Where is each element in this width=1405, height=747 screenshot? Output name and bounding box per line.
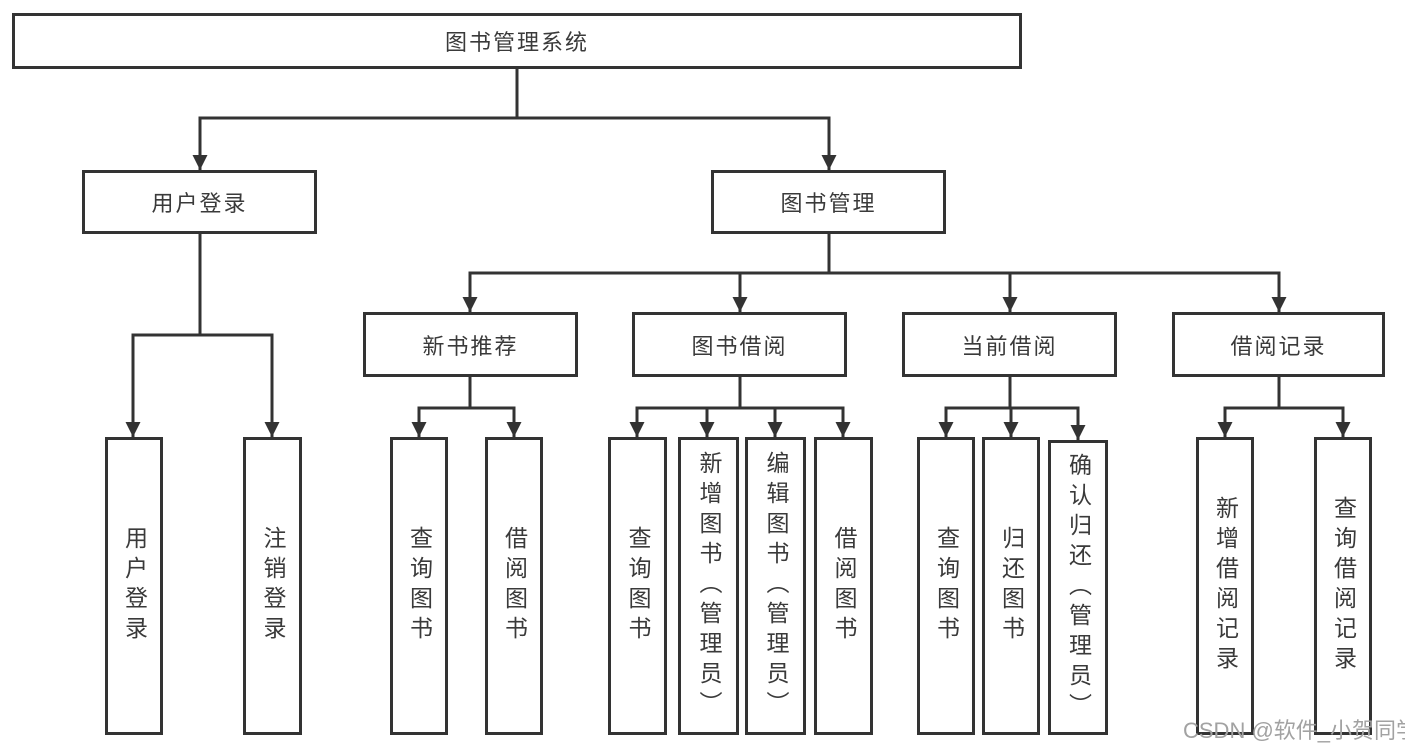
leaf-add-borrow-record-label: 新增借阅记录 bbox=[1212, 496, 1239, 676]
leaf-borrow-books-recommend-label: 借阅图书 bbox=[501, 526, 528, 646]
node-user-login-label: 用户登录 bbox=[151, 191, 248, 216]
leaf-query-books-current: 查询图书 bbox=[917, 437, 975, 735]
leaf-return-books-label: 归还图书 bbox=[998, 526, 1025, 646]
leaf-confirm-return-admin: 确认归还（管理员） bbox=[1048, 440, 1108, 735]
node-new-book-recommend-label: 新书推荐 bbox=[422, 333, 519, 359]
node-user-login: 用户登录 bbox=[82, 170, 317, 234]
leaf-query-books-current-label: 查询图书 bbox=[933, 526, 960, 646]
node-new-book-recommend: 新书推荐 bbox=[363, 312, 578, 377]
leaf-return-books: 归还图书 bbox=[982, 437, 1040, 735]
leaf-borrow-books: 借阅图书 bbox=[814, 437, 873, 735]
leaf-query-books-recommend-label: 查询图书 bbox=[406, 526, 433, 646]
leaf-edit-books-admin-label: 编辑图书（管理员） bbox=[763, 451, 789, 721]
node-library-system-label: 图书管理系统 bbox=[444, 30, 589, 55]
leaf-borrow-books-recommend: 借阅图书 bbox=[485, 437, 543, 735]
node-borrow-records: 借阅记录 bbox=[1172, 312, 1385, 377]
leaf-query-borrow-record-label: 查询借阅记录 bbox=[1330, 496, 1357, 676]
leaf-add-borrow-record: 新增借阅记录 bbox=[1196, 437, 1254, 735]
node-book-management: 图书管理 bbox=[711, 170, 946, 234]
leaf-logout: 注销登录 bbox=[243, 437, 302, 735]
leaf-add-books-admin-label: 新增图书（管理员） bbox=[696, 451, 722, 721]
node-book-management-label: 图书管理 bbox=[780, 191, 877, 216]
leaf-query-books-borrowing-label: 查询图书 bbox=[625, 526, 651, 646]
node-book-borrowing: 图书借阅 bbox=[632, 312, 847, 377]
leaf-edit-books-admin: 编辑图书（管理员） bbox=[745, 437, 806, 735]
node-current-borrowing: 当前借阅 bbox=[902, 312, 1117, 377]
leaf-logout-label: 注销登录 bbox=[260, 526, 286, 646]
node-book-borrowing-label: 图书借阅 bbox=[691, 333, 788, 359]
leaf-confirm-return-admin-label: 确认归还（管理员） bbox=[1065, 452, 1092, 723]
leaf-query-books-borrowing: 查询图书 bbox=[608, 437, 667, 735]
leaf-query-books-recommend: 查询图书 bbox=[390, 437, 448, 735]
leaf-borrow-books-label: 借阅图书 bbox=[831, 526, 857, 646]
leaf-user-login-label: 用户登录 bbox=[121, 526, 148, 646]
node-borrow-records-label: 借阅记录 bbox=[1230, 333, 1327, 359]
leaf-add-books-admin: 新增图书（管理员） bbox=[678, 437, 739, 735]
csdn-watermark: CSDN @软件_小贺同学 bbox=[1183, 718, 1405, 743]
leaf-query-borrow-record: 查询借阅记录 bbox=[1314, 437, 1372, 735]
node-current-borrowing-label: 当前借阅 bbox=[961, 333, 1058, 359]
leaf-user-login: 用户登录 bbox=[105, 437, 163, 735]
node-library-system: 图书管理系统 bbox=[12, 13, 1022, 69]
